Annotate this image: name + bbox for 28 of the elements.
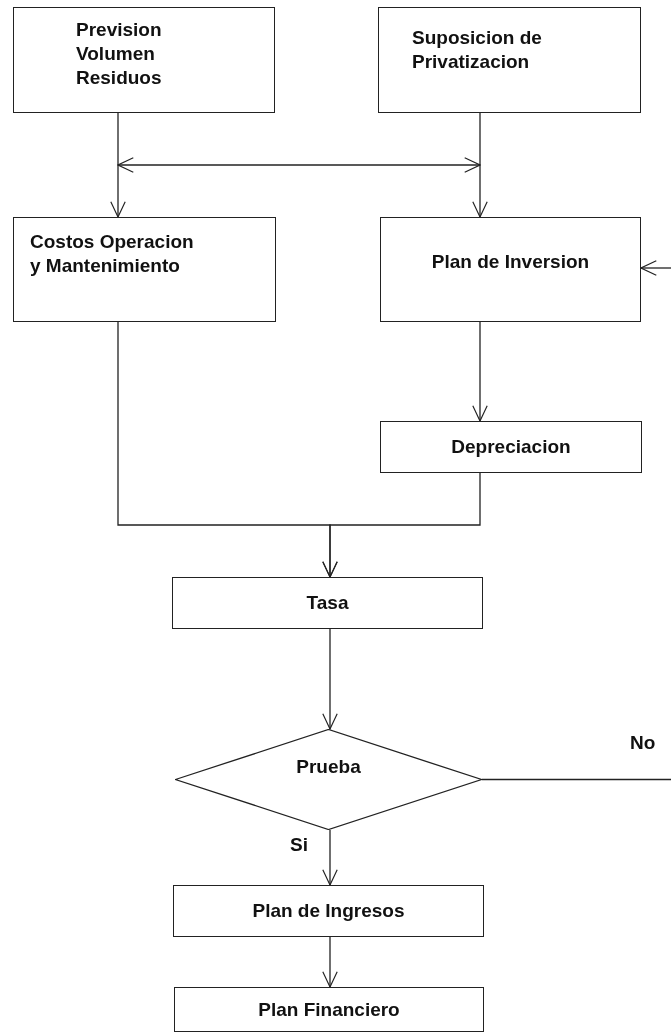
process-box: [13, 217, 276, 322]
process-box: [172, 577, 483, 629]
process-box: [13, 7, 275, 113]
node-label: Prueba: [296, 754, 361, 779]
node-label: Prevision Volumen Residuos: [76, 18, 163, 90]
node-label: Plan de Inversion: [431, 249, 590, 274]
process-box: [380, 217, 641, 322]
decision-diamond: [175, 729, 482, 830]
node-label: Depreciacion: [451, 435, 571, 459]
process-box: [380, 421, 642, 473]
node-label: Plan de Ingresos: [252, 899, 405, 923]
node-label: Tasa: [306, 591, 349, 615]
arrow: [472, 321, 488, 422]
arrow: [640, 260, 671, 276]
node-label: Suposicion de Privatizacion: [412, 26, 543, 74]
arrow: [117, 157, 481, 173]
node-label: Costos Operacion y Mantenimiento: [30, 230, 195, 278]
process-box: [378, 7, 641, 113]
process-box: [173, 885, 484, 937]
arrow: [110, 112, 126, 218]
connector-line: [481, 778, 671, 781]
arrow: [322, 472, 481, 578]
arrow: [322, 628, 338, 730]
node-label: Plan Financiero: [258, 997, 400, 1022]
process-box: [174, 987, 484, 1032]
arrow: [472, 112, 488, 218]
arrow: [322, 829, 338, 886]
arrow: [322, 936, 338, 988]
